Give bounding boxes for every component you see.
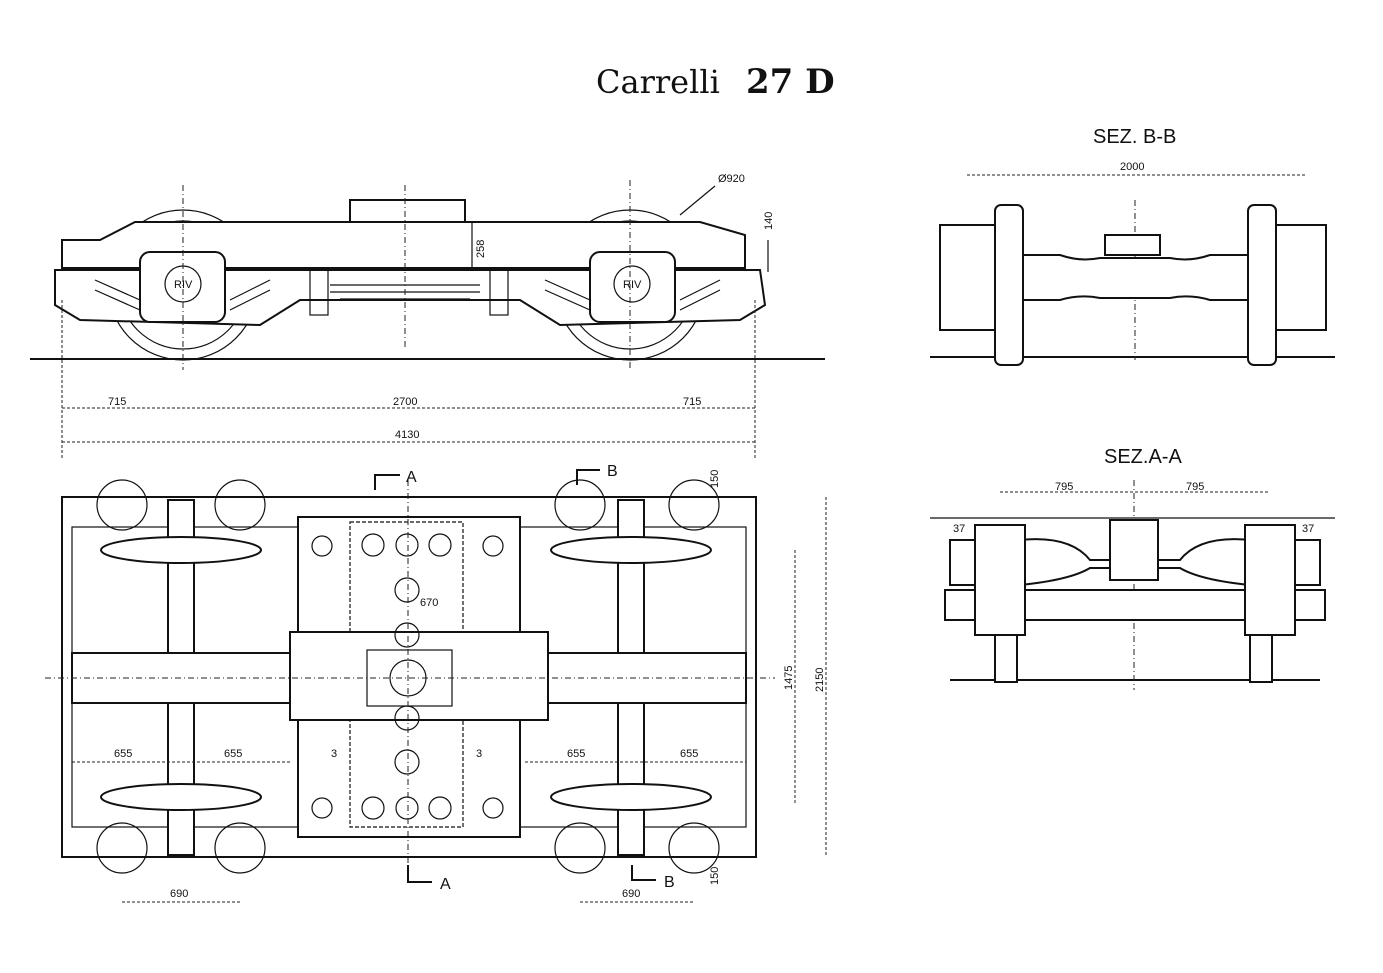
pivot-aa bbox=[1109, 519, 1159, 581]
dim-670: 670 bbox=[420, 597, 438, 609]
side-view: RIV RIV Ø920 140 258 715 2700 715 4130 bbox=[30, 173, 825, 460]
plan-view: A B A B 150 150 670 1475 2150 655 655 65… bbox=[45, 463, 827, 903]
axlebox-right bbox=[589, 251, 676, 323]
title-code: 27 D bbox=[746, 62, 835, 102]
spring-right-aa bbox=[1244, 524, 1296, 636]
dim-140: 140 bbox=[763, 212, 775, 230]
wheels-plan bbox=[96, 479, 720, 874]
dim-3: 3 bbox=[476, 748, 482, 760]
dim-655: 655 bbox=[114, 748, 132, 760]
section-aa: SEZ.A-A 795 795 37 37 bbox=[930, 446, 1335, 690]
spring-left-aa bbox=[974, 524, 1026, 636]
dim-3: 3 bbox=[331, 748, 337, 760]
dim-258: 258 bbox=[475, 240, 487, 258]
centre-pivot bbox=[349, 199, 466, 223]
wheel-diameter-label: Ø920 bbox=[718, 173, 745, 185]
section-mark-b-top: B bbox=[607, 463, 618, 480]
dim-overhang-right: 715 bbox=[683, 396, 701, 408]
axle-section bbox=[1022, 254, 1249, 301]
dim-655: 655 bbox=[224, 748, 242, 760]
dim-1475: 1475 bbox=[783, 666, 795, 690]
axlebox-right-section bbox=[1275, 224, 1327, 331]
section-aa-offset-right: 37 bbox=[1302, 523, 1314, 535]
dim-overall-length: 4130 bbox=[395, 429, 419, 441]
dim-655: 655 bbox=[680, 748, 698, 760]
axlebox-left-section bbox=[939, 224, 996, 331]
section-aa-left: 795 bbox=[1055, 481, 1073, 493]
dim-overhang-left: 715 bbox=[108, 396, 126, 408]
dim-wheelbase: 2700 bbox=[393, 396, 417, 408]
title-name: Carrelli bbox=[596, 63, 720, 101]
section-aa-title: SEZ.A-A bbox=[1104, 446, 1182, 468]
section-mark-a-bottom: A bbox=[440, 876, 451, 893]
dim-690: 690 bbox=[170, 888, 188, 900]
dim-690: 690 bbox=[622, 888, 640, 900]
axlebox-mark: RIV bbox=[623, 279, 642, 291]
section-mark-a-top: A bbox=[406, 469, 417, 486]
section-mark-b-bottom: B bbox=[664, 874, 675, 891]
dim-150-top: 150 bbox=[709, 470, 721, 488]
section-bb: SEZ. B-B 2000 bbox=[930, 126, 1335, 366]
section-aa-right: 795 bbox=[1186, 481, 1204, 493]
section-bb-width: 2000 bbox=[1120, 161, 1144, 173]
dim-655: 655 bbox=[567, 748, 585, 760]
wheel-left-section bbox=[994, 204, 1024, 366]
dim-2150: 2150 bbox=[814, 668, 826, 692]
section-bb-title: SEZ. B-B bbox=[1093, 126, 1176, 148]
dim-150-bottom: 150 bbox=[709, 867, 721, 885]
section-aa-offset-left: 37 bbox=[953, 523, 965, 535]
wheel-right-section bbox=[1247, 204, 1277, 366]
